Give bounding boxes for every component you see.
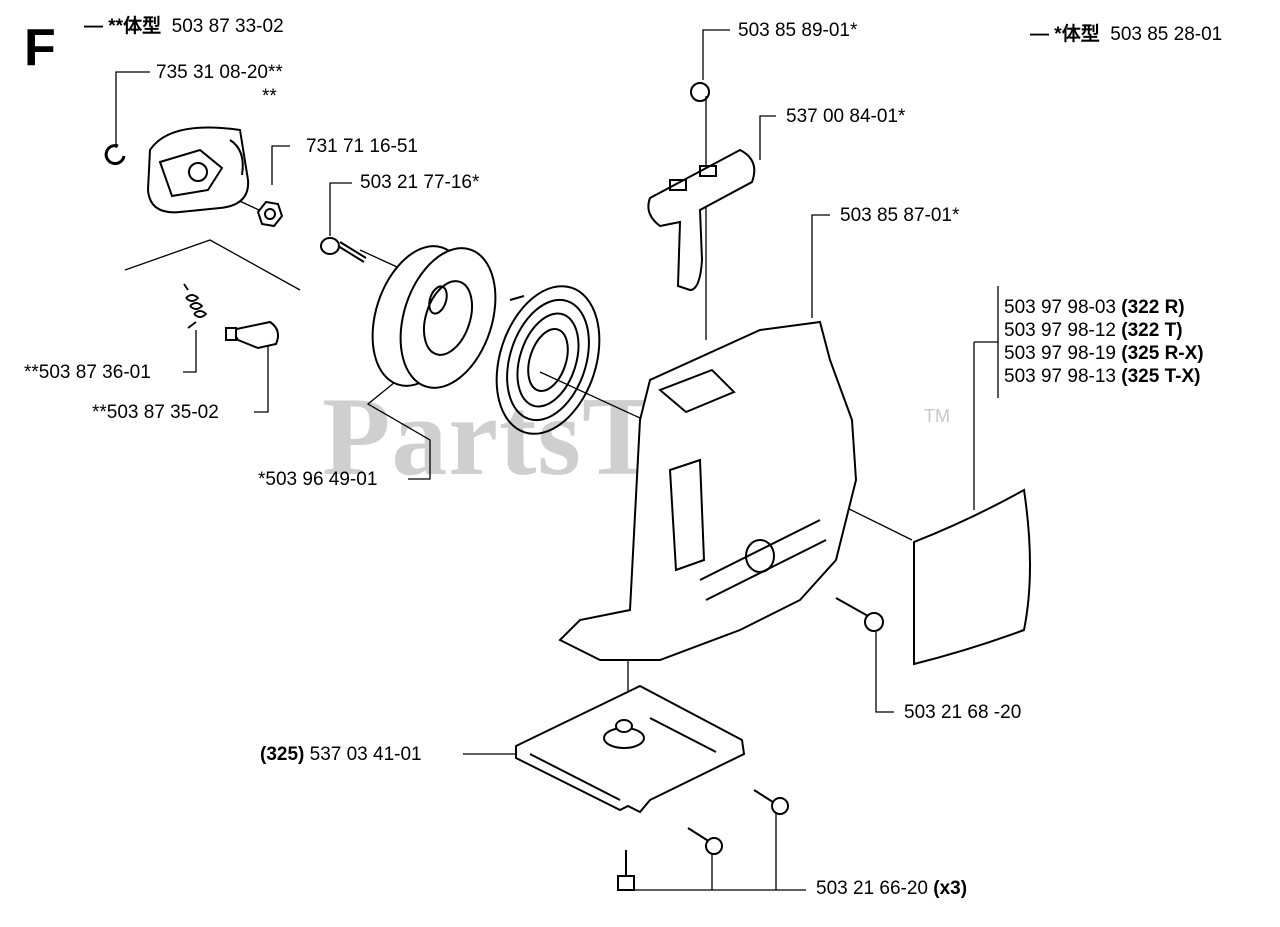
leader-line-503-85-89-01 [702,29,730,80]
kit-part-number: 503 97 98-12 [1004,320,1116,341]
rope-pulley-part [371,245,497,389]
part-label-pulley-cover-stars: ** [262,86,277,107]
nut-part [256,200,284,228]
leader-line-503-87-35-02 [254,340,269,413]
header-right-stars: * [1054,24,1062,45]
pulley-cover-part [146,126,250,214]
part-label-537-03-41-01-prefix: (325) [260,744,305,765]
part-label-731-71-16-51: 731 71 16-51 [306,136,418,157]
part-label-503-87-36-01: **503 87 36-01 [24,362,151,383]
part-label-537-03-41-01: (325) 537 03 41-01 [260,744,422,766]
part-label-503-21-66-20: 503 21 66-20 (x3) [816,878,967,900]
kit-model: (325 R-X) [1121,343,1204,364]
leader-line-503-21-68-20 [875,632,894,713]
kit-variant-row: 503 97 98-13 (325 T-X) [1004,365,1204,388]
pawl-part [225,320,279,350]
trademark-symbol: TM [924,406,950,426]
leader-line-735-31-08-20 [115,71,150,148]
header-right-kit: — *体型 503 85 28-01 [1030,24,1222,46]
kit-part-number: 503 97 98-03 [1004,297,1116,318]
part-label-503-96-49-01: *503 96 49-01 [258,469,378,490]
part-label-503-85-87-01: 503 85 87-01* [840,205,960,226]
circlip-part [104,144,126,166]
recoil-spring-part [495,285,601,435]
part-label-537-00-84-01: 537 00 84-01* [786,106,906,127]
axis-line-spring-group [124,239,301,291]
axis-line-pulley-to-housing [539,371,641,419]
starter-housing-part [558,320,858,661]
kit-variant-list: 503 97 98-03 (322 R) 503 97 98-12 (322 T… [1004,296,1204,388]
header-left-kanji: 体型 [123,16,162,37]
kit-variant-row: 503 97 98-12 (322 T) [1004,319,1204,342]
kit-variant-row: 503 97 98-03 (322 R) [1004,296,1204,319]
decal-label-part [913,488,1031,666]
leader-line-503-21-77-16 [329,182,352,236]
header-right-part-number: 503 85 28-01 [1110,24,1223,45]
leader-line-503-87-36-01 [183,330,197,373]
base-plate-part [515,684,746,814]
part-label-503-85-89-01: 503 85 89-01* [738,20,858,41]
kit-variant-row: 503 97 98-19 (325 R-X) [1004,342,1204,365]
header-left-stars: ** [108,16,124,37]
part-label-503-21-68-20: 503 21 68 -20 [904,702,1022,723]
kit-part-number: 503 97 98-13 [1004,366,1116,387]
spring-part [183,283,208,329]
part-label-503-87-35-02: **503 87 35-02 [92,402,219,423]
kit-model: (322 T) [1121,320,1183,341]
part-label-503-21-77-16: 503 21 77-16* [360,172,480,193]
leader-line-503-85-87-01 [811,214,830,318]
kit-part-number: 503 97 98-19 [1004,343,1116,364]
leader-line-537-00-84-01 [759,115,776,160]
bolt-part-1 [320,237,367,263]
bolt-part-3 [617,789,789,891]
leader-line-731-71-16-51 [271,145,290,185]
header-left-kit: — **体型 503 87 33-02 [84,16,284,38]
kit-model: (322 R) [1121,297,1185,318]
leader-line-503-96-49-01 [366,377,431,480]
header-right-kanji: 体型 [1061,24,1100,45]
kit-model: (325 T-X) [1121,366,1201,387]
header-right-dash: — [1030,24,1049,45]
header-left-part-number: 503 87 33-02 [171,16,284,37]
part-label-735-31-08-20: 735 31 08-20** [156,62,283,83]
header-left-dash: — [84,16,103,37]
part-label-503-21-66-20-number: 503 21 66-20 [816,878,928,899]
section-letter: F [24,19,56,77]
starter-handle-part [647,82,756,292]
part-label-537-03-41-01-number: 537 03 41-01 [309,744,422,765]
part-label-503-21-66-20-qty: (x3) [933,878,968,899]
bolt-part-2 [835,597,884,632]
